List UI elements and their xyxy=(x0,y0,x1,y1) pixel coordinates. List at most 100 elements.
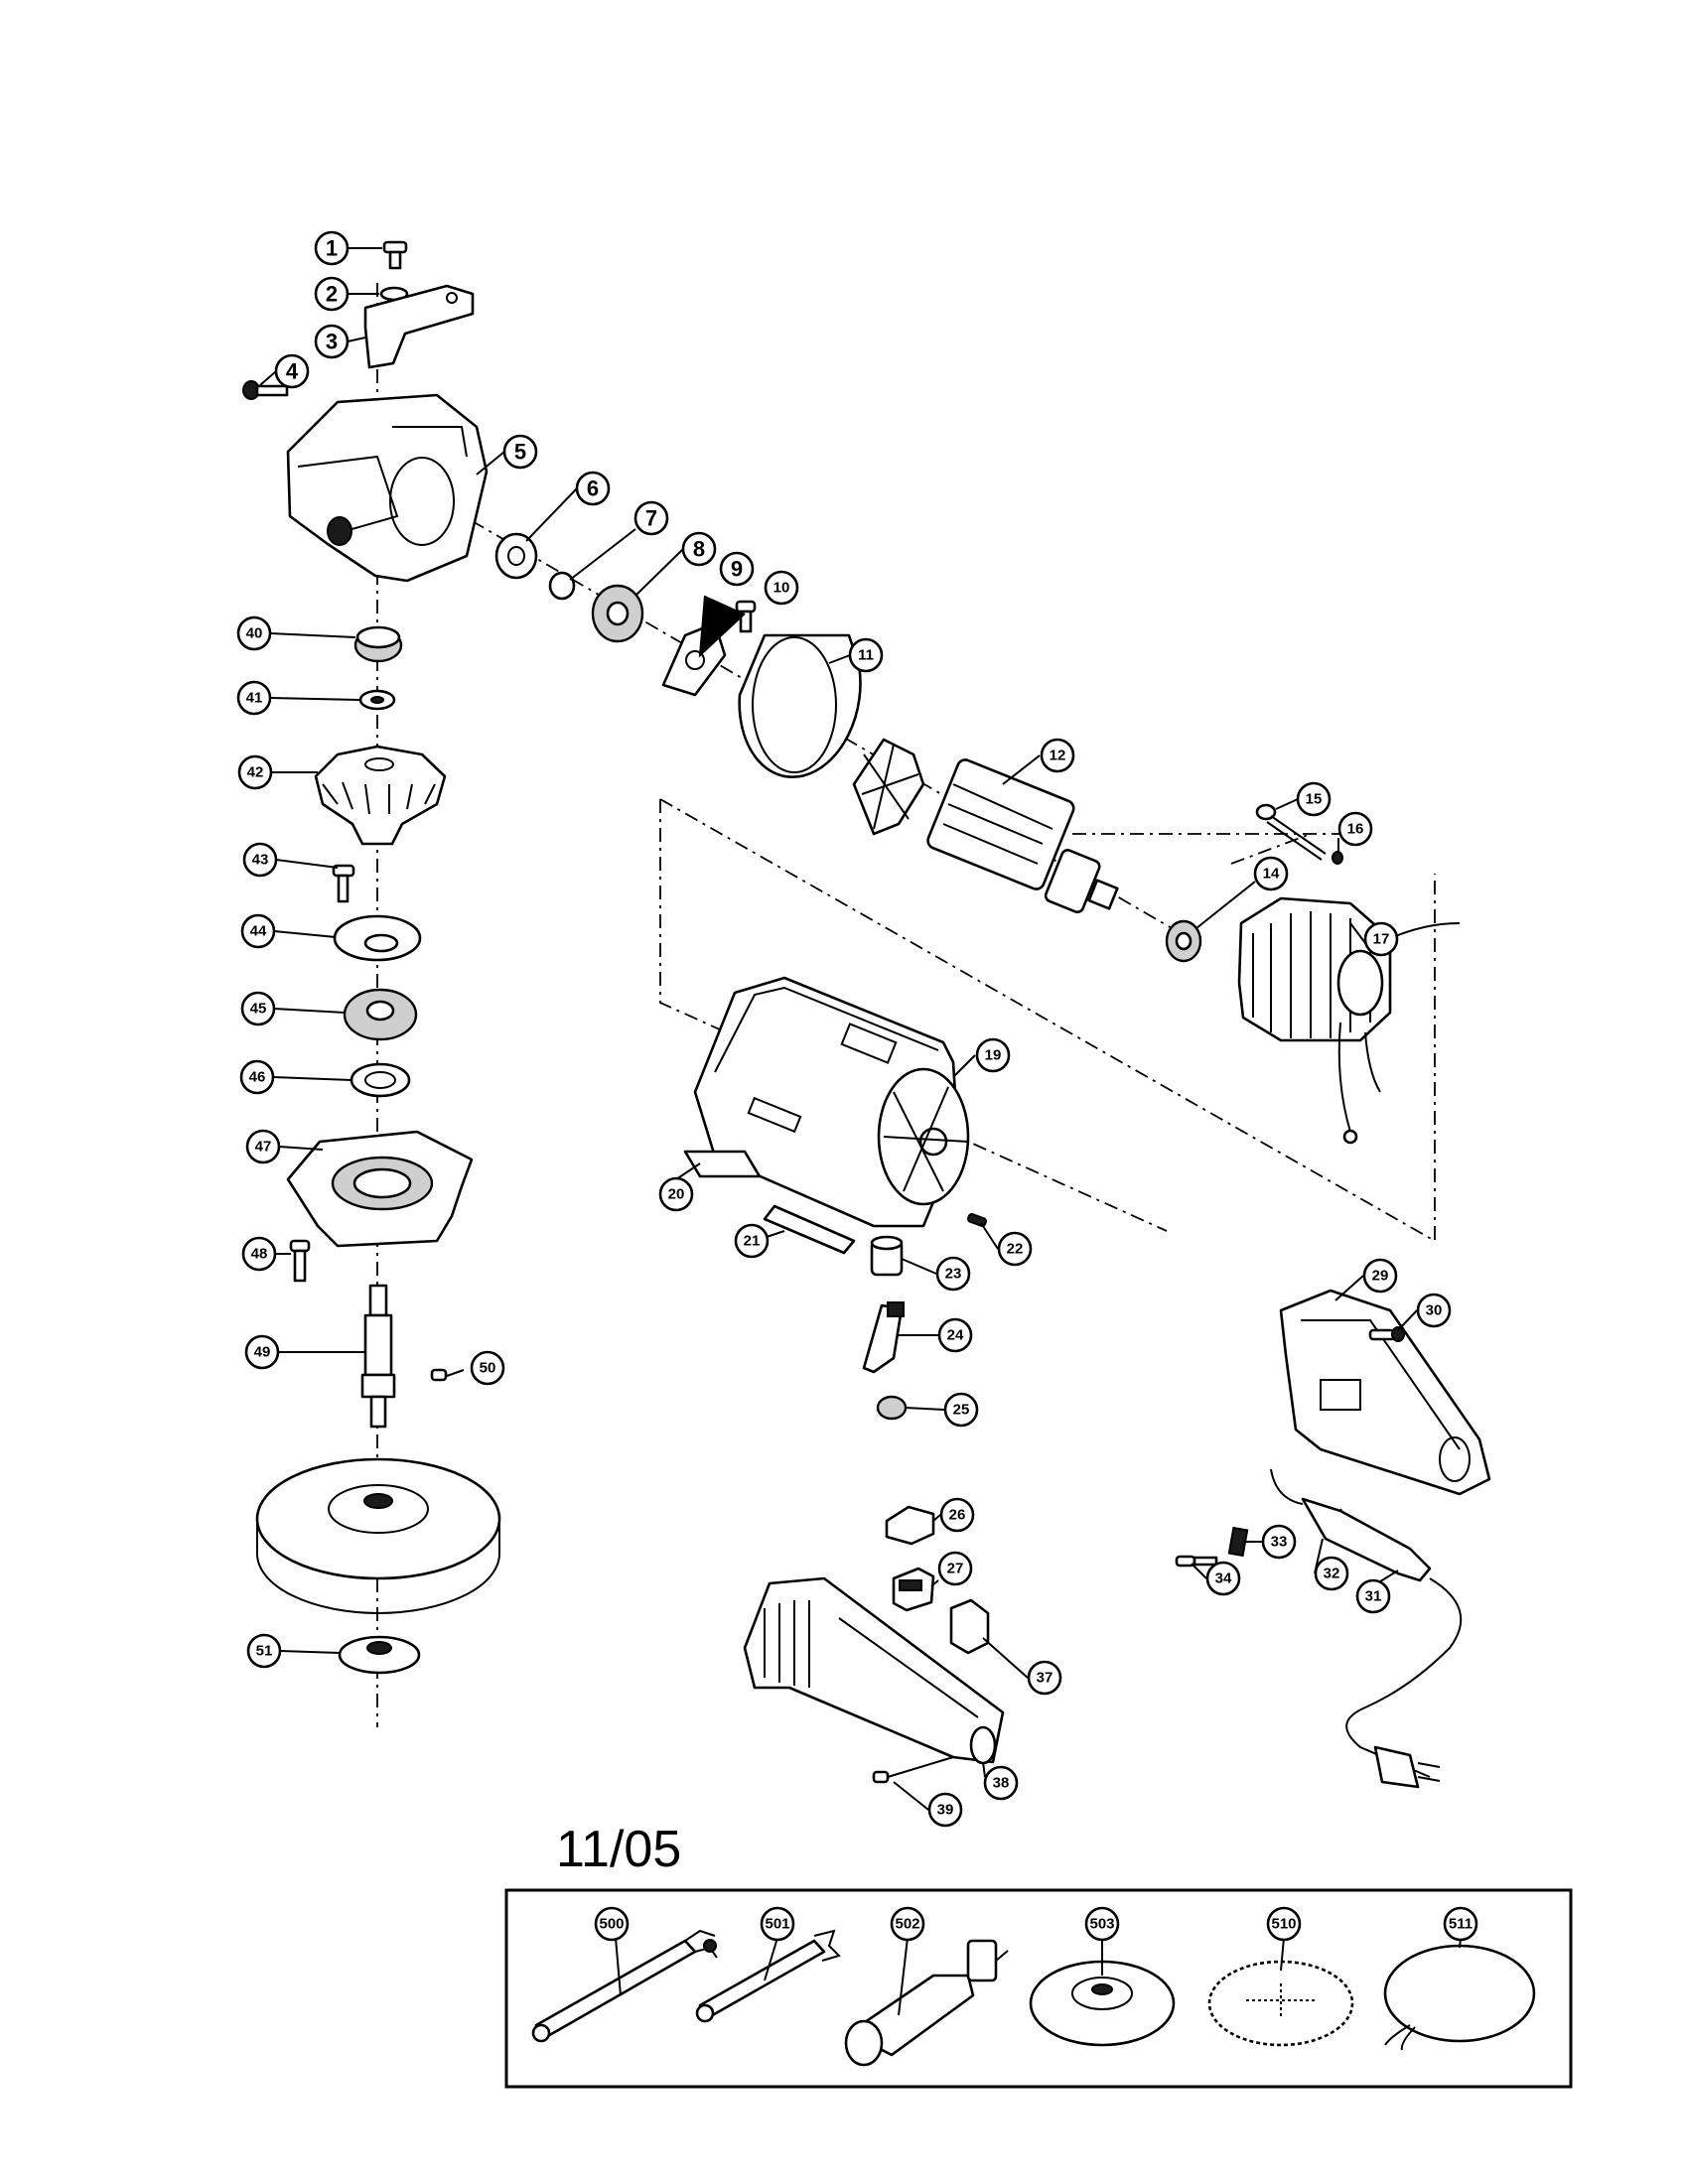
svg-text:15: 15 xyxy=(1306,791,1323,808)
callout-42: 42 xyxy=(237,754,273,790)
part-screw-15 xyxy=(1255,803,1327,861)
part-stator-17 xyxy=(1237,896,1461,1145)
part-spindle-49 xyxy=(360,1284,396,1429)
svg-text:1: 1 xyxy=(326,236,338,261)
svg-text:33: 33 xyxy=(1271,1534,1288,1551)
svg-text:6: 6 xyxy=(587,477,599,501)
part-wheel-guard-flange-47 xyxy=(286,1130,474,1248)
part-armature-12 xyxy=(852,738,1119,914)
part-screw-43 xyxy=(332,864,355,903)
callout-45: 45 xyxy=(240,991,276,1026)
part-brush-cap-25 xyxy=(876,1395,908,1421)
svg-text:20: 20 xyxy=(668,1186,685,1203)
callout-41: 41 xyxy=(236,680,272,716)
part-carbon-brush-24 xyxy=(862,1301,905,1374)
part-switch-27 xyxy=(892,1567,935,1612)
part-screw-10 xyxy=(735,600,757,633)
callout-30: 30 xyxy=(1416,1293,1452,1328)
part-bearing-45 xyxy=(343,988,418,1041)
part-key-50 xyxy=(430,1368,448,1382)
part-ring-7 xyxy=(548,571,576,601)
callout-3: 3 xyxy=(314,324,350,359)
svg-text:500: 500 xyxy=(599,1916,624,1933)
svg-text:26: 26 xyxy=(949,1507,966,1524)
part-screw-4 xyxy=(242,380,289,400)
part-washer-6 xyxy=(494,532,538,580)
accessory-pad-503 xyxy=(1029,1960,1176,2047)
part-gear-housing-5 xyxy=(286,393,489,583)
callout-labels: 1 2 3 4 5 6 7 8 9 10 11 12 14 15 16 17 1… xyxy=(236,230,1452,1828)
callout-16: 16 xyxy=(1337,811,1373,847)
part-ring-41 xyxy=(358,689,396,711)
accessory-bonnet-511 xyxy=(1383,1944,1536,2051)
date-label: 11/05 xyxy=(556,1821,681,1878)
svg-text:40: 40 xyxy=(246,625,263,642)
callout-21: 21 xyxy=(734,1223,770,1259)
callout-25: 25 xyxy=(943,1392,979,1428)
svg-text:503: 503 xyxy=(1089,1916,1114,1933)
svg-text:29: 29 xyxy=(1372,1268,1389,1285)
part-bevel-gear-42 xyxy=(314,745,447,846)
callout-510: 510 xyxy=(1266,1906,1302,1942)
callout-14: 14 xyxy=(1253,856,1289,891)
svg-text:501: 501 xyxy=(765,1916,789,1933)
callout-50: 50 xyxy=(470,1350,505,1386)
part-screw-34 xyxy=(1175,1555,1218,1568)
callout-38: 38 xyxy=(983,1765,1019,1801)
callout-51: 51 xyxy=(246,1633,282,1669)
callout-4: 4 xyxy=(274,353,310,389)
callout-10: 10 xyxy=(764,570,799,606)
callout-34: 34 xyxy=(1205,1561,1241,1596)
svg-text:8: 8 xyxy=(693,537,705,562)
callout-31: 31 xyxy=(1355,1578,1391,1614)
callout-12: 12 xyxy=(1040,738,1075,773)
svg-text:10: 10 xyxy=(773,580,790,597)
svg-text:24: 24 xyxy=(947,1327,964,1344)
svg-text:34: 34 xyxy=(1215,1570,1232,1587)
part-washer-16 xyxy=(1332,851,1343,865)
callout-5: 5 xyxy=(502,434,538,470)
part-component-37 xyxy=(949,1598,990,1655)
svg-text:30: 30 xyxy=(1426,1302,1443,1319)
part-screw-30 xyxy=(1368,1326,1405,1342)
callout-502: 502 xyxy=(890,1906,925,1942)
callout-511: 511 xyxy=(1443,1906,1478,1942)
svg-text:3: 3 xyxy=(326,330,338,354)
svg-text:21: 21 xyxy=(744,1233,761,1250)
callout-500: 500 xyxy=(594,1906,630,1942)
part-bearing-8 xyxy=(591,584,644,643)
part-bearing-14 xyxy=(1165,919,1202,963)
callout-40: 40 xyxy=(236,615,272,651)
callout-2: 2 xyxy=(314,276,350,312)
svg-text:44: 44 xyxy=(250,923,267,940)
svg-text:39: 39 xyxy=(937,1802,954,1819)
part-label-20 xyxy=(683,1150,762,1178)
part-screw-1 xyxy=(382,240,408,270)
callout-19: 19 xyxy=(975,1037,1011,1073)
svg-text:19: 19 xyxy=(985,1047,1002,1064)
callout-9: 9 xyxy=(719,551,755,587)
accessories-box: 500 501 502 503 510 511 xyxy=(504,1888,1573,2089)
callout-6: 6 xyxy=(575,471,611,506)
part-motor-housing-19 xyxy=(693,976,970,1228)
part-clamp-3 xyxy=(363,284,475,369)
svg-text:12: 12 xyxy=(1050,748,1066,764)
svg-text:25: 25 xyxy=(953,1402,970,1419)
svg-text:47: 47 xyxy=(255,1139,272,1156)
accessory-leaders xyxy=(615,1937,1462,2016)
svg-text:4: 4 xyxy=(286,359,299,384)
callout-33: 33 xyxy=(1261,1524,1297,1560)
svg-text:502: 502 xyxy=(895,1916,919,1933)
svg-text:43: 43 xyxy=(252,852,269,869)
svg-text:510: 510 xyxy=(1271,1916,1296,1933)
part-switch-26 xyxy=(885,1505,935,1546)
callout-48: 48 xyxy=(241,1236,277,1272)
accessory-wrench-501 xyxy=(695,1929,841,2023)
svg-text:51: 51 xyxy=(256,1643,273,1660)
svg-text:14: 14 xyxy=(1263,866,1280,883)
svg-text:11: 11 xyxy=(858,647,874,664)
svg-text:41: 41 xyxy=(246,690,263,707)
callout-501: 501 xyxy=(760,1906,795,1942)
callout-17: 17 xyxy=(1363,921,1399,957)
callout-8: 8 xyxy=(681,531,717,567)
